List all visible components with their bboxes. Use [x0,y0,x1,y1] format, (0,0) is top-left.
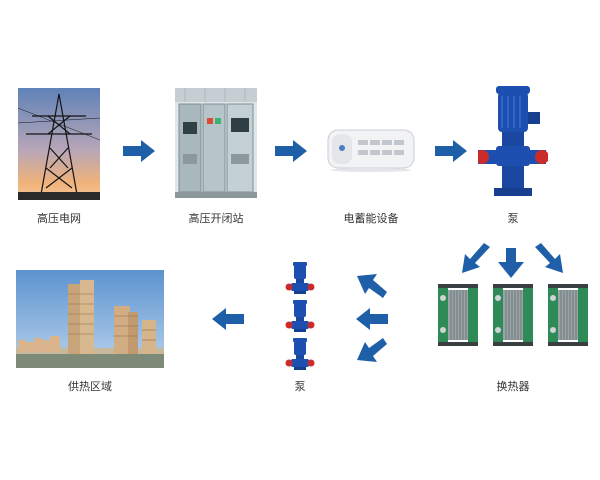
flow-arrow-down-right [535,243,563,273]
arrow-down-right-icon [535,243,563,273]
flow-arrow-right [123,140,155,162]
node-label-heating: 供热区域 [68,380,112,393]
flow-arrow-down-left [462,243,490,273]
node-label-switch: 高压开闭站 [188,212,244,225]
flow-arrow-down-left [357,338,387,362]
arrow-right-icon [275,140,307,162]
flow-arrow-left [356,308,388,330]
plate-heat-exchanger-icon [438,284,588,346]
node-label-pump-group: 泵 [294,380,306,393]
node-label-exchanger: 换热器 [496,380,530,393]
storage-device-image [326,126,416,172]
pump-icon [478,86,548,196]
residential-buildings-icon [16,270,164,368]
arrow-left-icon [212,308,244,330]
storage-unit-icon [327,129,415,172]
power-grid-image [18,88,100,200]
pump-group [285,262,315,370]
arrow-right-icon [435,140,467,162]
flow-arrow-right [435,140,467,162]
arrow-down-left-icon [462,243,490,273]
node-label-grid: 高压电网 [37,212,81,225]
flow-arrow-up-left [357,274,387,298]
pump-icon [285,262,315,370]
arrow-left-icon [356,308,388,330]
arrow-down-icon [498,248,524,278]
flow-arrow-left [212,308,244,330]
heating-area-image [16,270,164,368]
arrow-down-left-icon [357,338,387,362]
arrow-right-icon [123,140,155,162]
heat-exchanger-group [438,284,588,346]
switchgear-cabinet-icon [175,88,257,198]
node-label-pump-main: 泵 [507,212,519,225]
power-tower-icon [18,88,100,200]
arrow-up-left-icon [357,274,387,298]
node-label-storage: 电蓄能设备 [343,212,399,225]
flow-arrow-right [275,140,307,162]
switch-station-image [175,88,257,198]
flow-arrow-down [498,248,524,278]
main-pump-image [478,82,548,200]
